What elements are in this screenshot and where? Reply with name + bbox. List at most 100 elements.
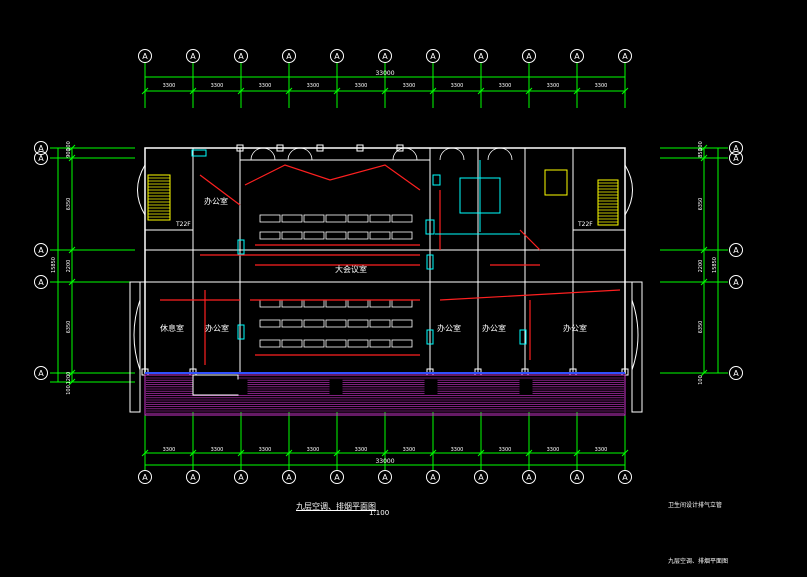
axis-bubble-label: A [382, 52, 388, 61]
axis-bubble-label: A [382, 473, 388, 482]
door-swing [487, 147, 513, 161]
desk [325, 231, 347, 240]
axis-bubble-label: A [38, 369, 44, 378]
axis-bubble-label: A [238, 52, 244, 61]
corner-title: 九层空调、排烟平面图 [668, 558, 729, 565]
tick [700, 154, 708, 162]
top-span-label: 3300 [211, 83, 224, 89]
axis-bubble [34, 366, 48, 380]
axis-bubble [522, 470, 536, 484]
balcony-column [424, 379, 438, 395]
desk [259, 214, 281, 223]
axis-bubble-label: A [334, 473, 340, 482]
desk [259, 339, 281, 348]
tick [68, 378, 76, 386]
tick [477, 449, 485, 457]
axis-bubble-label: A [733, 246, 739, 255]
axis-bubble [330, 470, 344, 484]
right-seg-label: 6350 [698, 198, 704, 211]
pipe-fixture [426, 254, 434, 270]
right-seg-label: 2200 [698, 260, 704, 273]
column [356, 144, 364, 152]
axis-bubble [378, 470, 392, 484]
axis-bubble [330, 49, 344, 63]
room-label-meeting: 大会议室 [335, 265, 367, 274]
axis-bubble-label: A [238, 473, 244, 482]
desk [259, 231, 281, 240]
axis-bubble [234, 470, 248, 484]
axis-bubble-label: A [142, 52, 148, 61]
tick [68, 144, 76, 152]
left-seg-label: 6350 [66, 198, 72, 211]
tick [333, 87, 341, 95]
tick [189, 87, 197, 95]
tick [285, 87, 293, 95]
room-label-office-right-1: 办公室 [437, 324, 461, 333]
axis-bubble [282, 49, 296, 63]
desk [303, 299, 325, 308]
air-ducts [160, 164, 621, 365]
top-total-dim-label: 33000 [375, 70, 394, 77]
desk [391, 319, 413, 328]
axis-bubble-label: A [478, 473, 484, 482]
elevator-box [544, 169, 568, 196]
balcony-column [329, 379, 343, 395]
door-swing [439, 147, 465, 161]
pipe-fixture [237, 239, 245, 255]
axis-bubble [618, 470, 632, 484]
outer-wall [144, 147, 626, 374]
desk [325, 214, 347, 223]
desk [347, 299, 369, 308]
balcony-box [192, 374, 239, 396]
desk [281, 299, 303, 308]
window-arc [137, 164, 146, 216]
duct-run [244, 164, 421, 191]
left-seg-label: 2200 [66, 260, 72, 273]
right-total-label: 15850 [712, 257, 718, 273]
column [236, 144, 244, 152]
top-span-label: 3300 [355, 83, 368, 89]
tick [68, 154, 76, 162]
axis-bubble-label: A [622, 52, 628, 61]
axis-bubble-label: A [38, 154, 44, 163]
axis-bubble [729, 366, 743, 380]
pipe-fixture [237, 324, 245, 340]
axis-bubble [34, 243, 48, 257]
desk [391, 299, 413, 308]
tick [285, 449, 293, 457]
bottom-span-label: 3300 [163, 447, 176, 453]
tick [381, 87, 389, 95]
axis-bubble-label: A [733, 369, 739, 378]
tick [573, 87, 581, 95]
room-label-office-left-bottom: 办公室 [205, 324, 229, 333]
tick [621, 449, 629, 457]
window-arc [624, 164, 633, 216]
pipe-fixture [432, 174, 441, 186]
tick [141, 87, 149, 95]
desk [325, 339, 347, 348]
tick [700, 278, 708, 286]
axis-bubble-label: A [190, 473, 196, 482]
door-swing [287, 147, 313, 161]
axis-bubble [522, 49, 536, 63]
bottom-span-label: 3300 [595, 447, 608, 453]
desk [281, 231, 303, 240]
desk [369, 231, 391, 240]
axis-bubble [729, 141, 743, 155]
left-seg-label: 1200 [66, 372, 72, 385]
axis-bubble-label: A [478, 52, 484, 61]
desk [369, 214, 391, 223]
window-arc [631, 299, 639, 371]
tick [189, 449, 197, 457]
axis-bubble [426, 470, 440, 484]
tick [429, 449, 437, 457]
top-span-label: 3300 [307, 83, 320, 89]
axis-bubble-label: A [733, 278, 739, 287]
top-span-label: 3300 [451, 83, 464, 89]
axis-bubble [570, 49, 584, 63]
axis-bubble [570, 470, 584, 484]
tick [429, 87, 437, 95]
balcony-column [234, 379, 248, 395]
tick [68, 246, 76, 254]
